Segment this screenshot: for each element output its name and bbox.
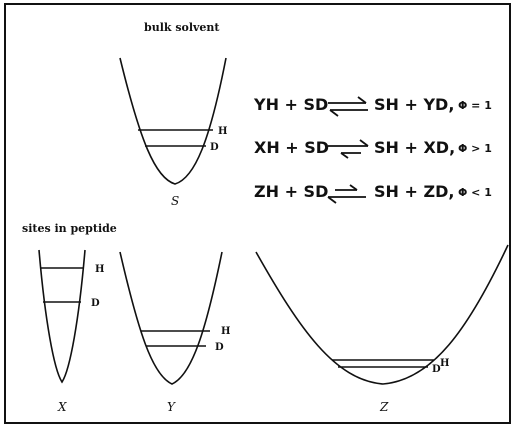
equation-1-right: SH + YD,	[374, 95, 454, 114]
equation-1: YH + SD SH + YD, Φ = 1	[253, 95, 492, 117]
well-S-h-label: H	[218, 126, 227, 137]
equation-2-right: SH + XD,	[374, 138, 455, 157]
well-X-name: X	[57, 400, 67, 414]
well-Z-name: Z	[379, 400, 389, 414]
equation-2: XH + SD SH + XD, Φ > 1	[254, 138, 492, 159]
well-Z-d-label: D	[432, 364, 441, 375]
well-S-curve	[119, 57, 227, 185]
equation-2-left: XH + SD	[254, 138, 329, 157]
equation-3-phi: Φ < 1	[458, 186, 492, 199]
well-S-d-label: D	[210, 142, 219, 153]
well-Y-h-label: H	[221, 326, 230, 337]
equilibrium-arrow-equal	[328, 96, 368, 117]
well-X-h-label: H	[95, 264, 104, 275]
sites-in-peptide-label: sites in peptide	[22, 222, 117, 235]
well-Y-name: Y	[167, 400, 176, 414]
well-Z-curve	[255, 244, 509, 385]
well-S-name: S	[171, 194, 179, 208]
equation-1-phi: Φ = 1	[458, 99, 492, 112]
equation-1-left: YH + SD	[253, 95, 328, 114]
figure-border	[4, 3, 511, 424]
equilibrium-arrow-right-favored	[328, 139, 369, 159]
well-Y-d-label: D	[215, 342, 224, 353]
bulk-solvent-label: bulk solvent	[144, 21, 220, 34]
equation-3-left: ZH + SD	[254, 182, 328, 201]
well-Y-curve	[119, 251, 223, 385]
equilibrium-arrow-left-favored	[327, 184, 366, 204]
equation-2-phi: Φ > 1	[458, 142, 492, 155]
well-X-curve	[38, 249, 86, 384]
equation-3-right: SH + ZD,	[374, 182, 454, 201]
equation-3: ZH + SD SH + ZD, Φ < 1	[254, 182, 492, 204]
well-Z-h-label: H	[440, 358, 449, 369]
well-X-d-label: D	[91, 298, 100, 309]
